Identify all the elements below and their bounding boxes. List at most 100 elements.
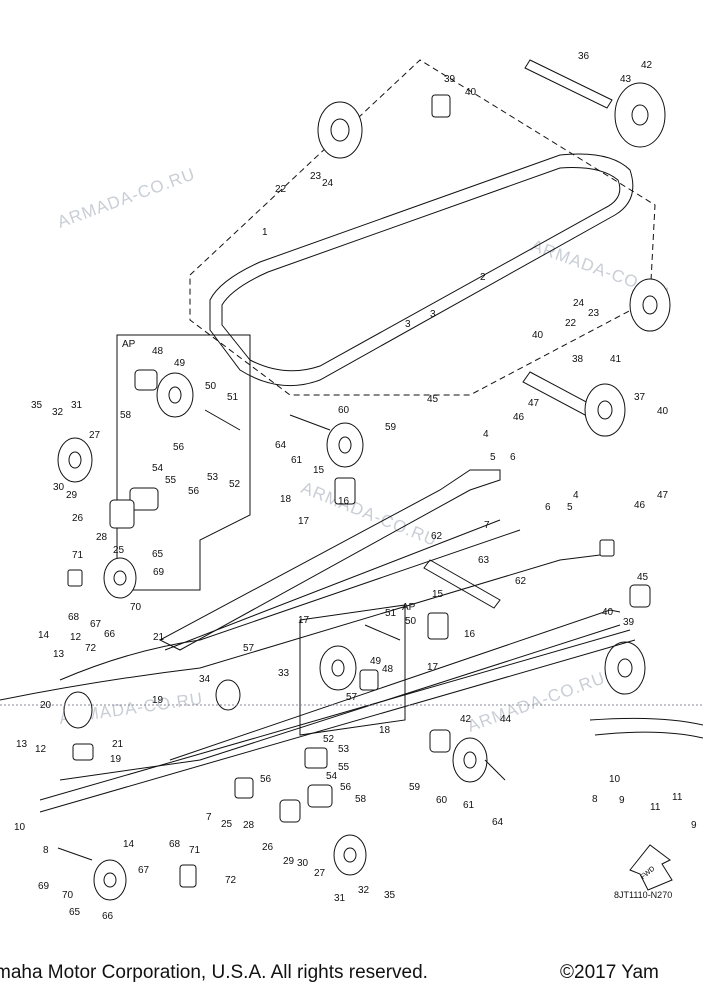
callout: 63 <box>478 555 490 566</box>
callout: 44 <box>500 714 512 725</box>
callout: 30 <box>297 858 309 869</box>
callout: 50 <box>405 616 417 627</box>
hardware <box>57 94 651 888</box>
callout: 9 <box>691 820 697 831</box>
callouts: 1 2 3 3 4 4 5 5 6 6 7 7 8 8 9 9 10 10 11… <box>14 51 697 922</box>
callout: 48 <box>382 664 394 675</box>
callout: 57 <box>243 643 255 654</box>
callout: 40 <box>657 406 669 417</box>
callout: 49 <box>174 358 186 369</box>
wheel-42-lower <box>604 641 646 695</box>
callout: 15 <box>313 465 325 476</box>
callout: 8 <box>43 845 49 856</box>
callout: 32 <box>52 407 64 418</box>
callout: 47 <box>528 398 540 409</box>
callout: 52 <box>229 479 241 490</box>
wheel-20 <box>63 691 93 729</box>
callout: 6 <box>545 502 551 513</box>
callout: 19 <box>152 695 164 706</box>
callout: 35 <box>31 400 43 411</box>
callout: 64 <box>492 817 504 828</box>
wheel-31 <box>333 834 367 876</box>
callout: 54 <box>152 463 164 474</box>
callout: 18 <box>280 494 292 505</box>
watermark: ARMADA-CO.RU <box>299 478 441 550</box>
callout: 30 <box>53 482 65 493</box>
slide-rails <box>0 469 703 813</box>
callout: 25 <box>221 819 233 830</box>
callout: 59 <box>409 782 421 793</box>
callout: 39 <box>444 74 456 85</box>
callout: 37 <box>634 392 646 403</box>
callout: 20 <box>40 700 52 711</box>
callout: 65 <box>152 549 164 560</box>
wheel-49 <box>156 372 194 418</box>
callout: 55 <box>338 762 350 773</box>
callout: 5 <box>490 452 496 463</box>
callout: 64 <box>275 440 287 451</box>
drawing-code: 8JT1110-N270 <box>614 890 673 900</box>
callout: 51 <box>227 392 239 403</box>
wheels <box>57 82 671 901</box>
callout: 39 <box>623 617 635 628</box>
callout: 54 <box>326 771 338 782</box>
callout: 7 <box>484 520 490 531</box>
callout: 59 <box>385 422 397 433</box>
callout: 68 <box>169 839 181 850</box>
callout: 23 <box>310 171 322 182</box>
callout: 35 <box>384 890 396 901</box>
callout: 7 <box>206 812 212 823</box>
callout: 49 <box>370 656 382 667</box>
callout: 47 <box>657 490 669 501</box>
callout: 4 <box>573 490 579 501</box>
callout: 14 <box>123 839 135 850</box>
watermark: ARMADA-CO.RU <box>465 668 608 736</box>
callout: 27 <box>89 430 101 441</box>
callout: 60 <box>338 405 350 416</box>
fwd-arrow-icon: FWD <box>629 844 673 891</box>
callout: 33 <box>278 668 290 679</box>
copyright-notice: maha Motor Corporation, U.S.A. All right… <box>0 962 428 983</box>
callout: 12 <box>70 632 82 643</box>
callout: 31 <box>334 893 346 904</box>
callout: 58 <box>355 794 367 805</box>
callout: 55 <box>165 475 177 486</box>
callout: 5 <box>567 502 573 513</box>
track-belt <box>189 59 656 396</box>
callout: 56 <box>188 486 200 497</box>
wheel-49-lower <box>319 645 357 691</box>
callout: 12 <box>35 744 47 755</box>
callout: 58 <box>120 410 132 421</box>
callout: 40 <box>532 330 544 341</box>
wheel-34 <box>215 679 241 711</box>
callout: 17 <box>298 615 310 626</box>
callout: 11 <box>650 802 661 813</box>
callout: 70 <box>130 602 142 613</box>
callout: 62 <box>431 531 443 542</box>
callout: 23 <box>588 308 600 319</box>
callout: 72 <box>85 643 97 654</box>
callout: 50 <box>205 381 217 392</box>
callout: 71 <box>72 550 84 561</box>
callout: 67 <box>90 619 102 630</box>
callout: 28 <box>96 532 108 543</box>
callout: 13 <box>53 649 65 660</box>
wheel-27 <box>57 437 93 483</box>
callout: 2 <box>480 272 486 283</box>
callout: 57 <box>346 692 358 703</box>
callout: 36 <box>578 51 590 62</box>
callout: 56 <box>173 442 185 453</box>
callout: 41 <box>610 354 622 365</box>
callout: 17 <box>427 662 439 673</box>
callout: 38 <box>572 354 584 365</box>
callout: 69 <box>153 567 165 578</box>
callout: 56 <box>260 774 272 785</box>
callout: 46 <box>513 412 525 423</box>
callout: 60 <box>436 795 448 806</box>
callout: 10 <box>14 822 26 833</box>
callout: 3 <box>405 319 411 330</box>
callout: 66 <box>102 911 114 922</box>
callout: 46 <box>634 500 646 511</box>
callout: 4 <box>483 429 489 440</box>
